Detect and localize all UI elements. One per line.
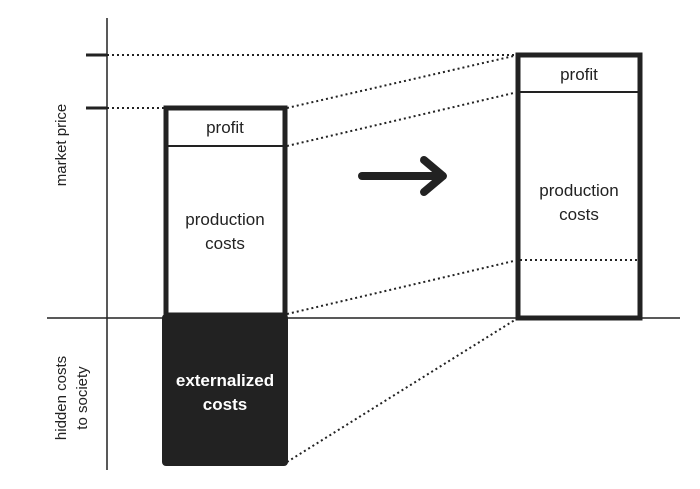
left-production-label-line2: costs <box>205 234 245 253</box>
connector-zero-line <box>286 259 519 315</box>
market-price-axis-label: market price <box>53 104 70 187</box>
right-production-label-line1: production <box>539 181 618 200</box>
hidden-costs-axis-label-line1: hidden costs <box>53 356 70 440</box>
dotted-connectors <box>107 54 638 463</box>
left-production-label-line1: production <box>185 210 264 229</box>
right-production-label-line2: costs <box>559 205 599 224</box>
right-arrow-icon <box>358 156 447 196</box>
right-bar-outline <box>515 52 643 321</box>
left-profit-label: profit <box>206 118 244 137</box>
connector-bottom <box>286 317 519 463</box>
externalized-label-line1: externalized <box>176 371 274 390</box>
left-externalized-block <box>162 314 288 466</box>
left-bar-outline <box>163 105 288 318</box>
hidden-costs-axis-label-line2: to society <box>74 366 91 430</box>
right-profit-label: profit <box>560 65 598 84</box>
externalized-label-line2: costs <box>203 395 247 414</box>
